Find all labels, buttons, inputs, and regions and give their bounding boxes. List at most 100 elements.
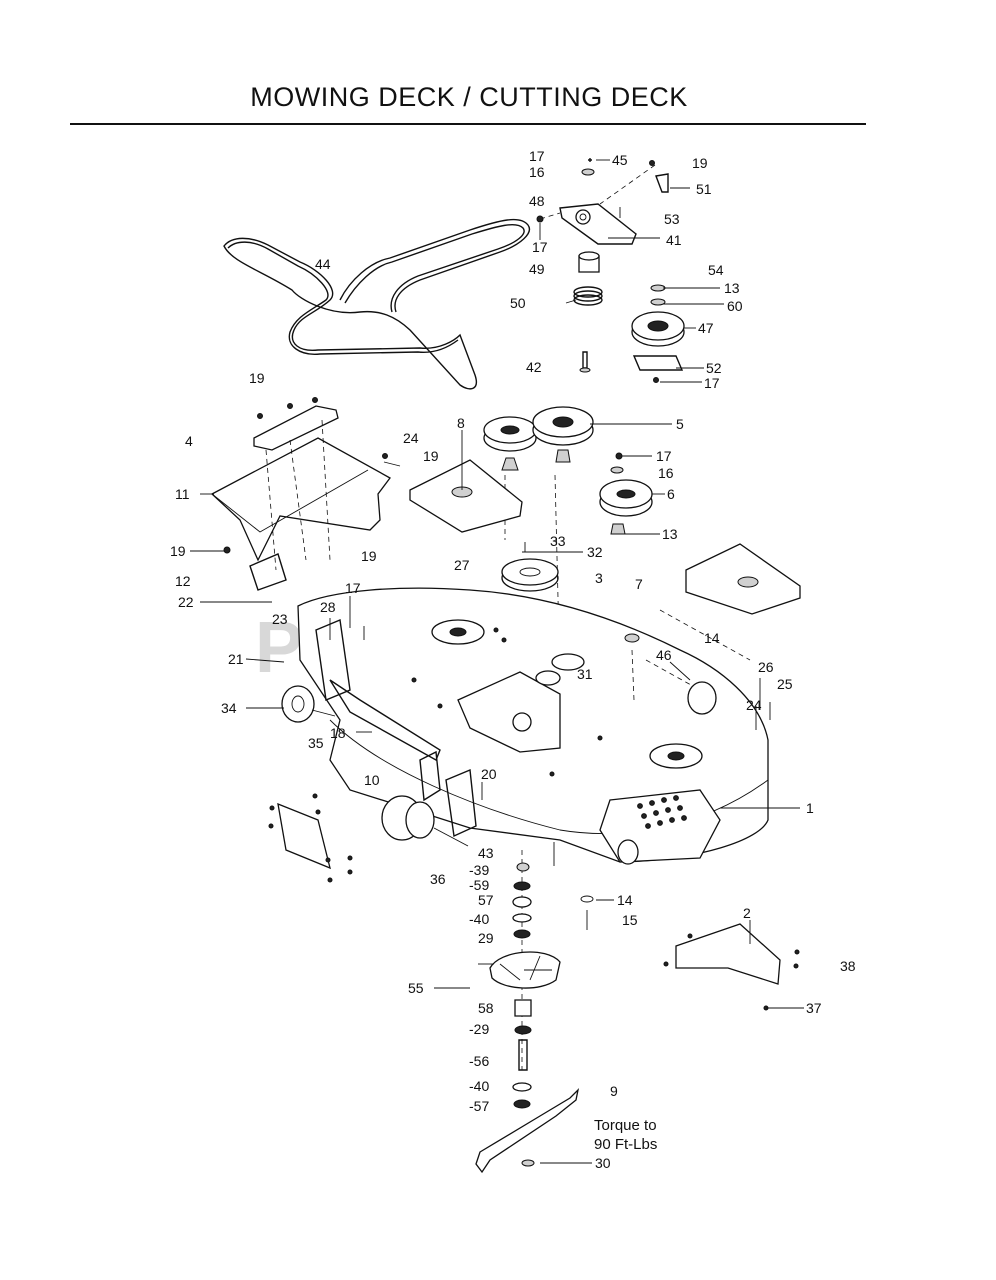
- callout-20: 20: [481, 766, 497, 782]
- callout-8: 8: [457, 415, 465, 431]
- callout-26: 26: [758, 659, 774, 675]
- callout-39: -39: [469, 862, 489, 878]
- leader-lines: [190, 159, 804, 1164]
- pulley-left: [483, 416, 537, 471]
- callout-24: 24: [746, 697, 762, 713]
- callout-48: 48: [529, 193, 545, 209]
- callout-7: 7: [635, 576, 643, 592]
- callout-10: 10: [364, 772, 380, 788]
- callout-40: -40: [469, 1078, 489, 1094]
- callout-17: 17: [656, 448, 672, 464]
- callout-17: 17: [345, 580, 361, 596]
- callout-19: 19: [361, 548, 377, 564]
- callout-13: 13: [662, 526, 678, 542]
- idler-arm-bracket: [536, 158, 669, 245]
- callout-43: 43: [478, 845, 494, 861]
- mower-deck-shell: [297, 587, 769, 865]
- callout-1: 1: [806, 800, 814, 816]
- callout-54: 54: [708, 262, 724, 278]
- callout-17: 17: [529, 148, 545, 164]
- callout-31: 31: [577, 666, 593, 682]
- callout-47: 47: [698, 320, 714, 336]
- callout-19: 19: [423, 448, 439, 464]
- callout-60: 60: [727, 298, 743, 314]
- callout-labels: 17 45 16 19 51 48 53 17 41 44 49 54 13 5…: [170, 148, 856, 1171]
- side-baffle-left: [268, 793, 353, 883]
- callout-24: 24: [403, 430, 419, 446]
- callout-23: 23: [272, 611, 288, 627]
- title-underline: [70, 123, 866, 125]
- callout-40: -40: [469, 911, 489, 927]
- callout-18: 18: [330, 725, 346, 741]
- callout-12: 12: [175, 573, 191, 589]
- callout-25: 25: [777, 676, 793, 692]
- callout-13: 13: [724, 280, 740, 296]
- callout-3: 3: [595, 570, 603, 586]
- callout-58: 58: [478, 1000, 494, 1016]
- discharge-chute: [210, 397, 391, 591]
- pulley-right-6: [599, 452, 653, 535]
- callout-37: 37: [806, 1000, 822, 1016]
- callout-51: 51: [696, 181, 712, 197]
- callout-38: 38: [840, 958, 856, 974]
- spindle-assembly: [489, 850, 561, 1109]
- deck-hanger-brackets: [315, 619, 477, 838]
- callout-34: 34: [221, 700, 237, 716]
- callout-28: 28: [320, 599, 336, 615]
- callout-36: 36: [430, 871, 446, 887]
- callout-19: 19: [692, 155, 708, 171]
- mower-blade: [475, 1088, 580, 1174]
- callout-35: 35: [308, 735, 324, 751]
- callout-9: 9: [610, 1083, 618, 1099]
- anti-scalp-wheel-right: [687, 681, 717, 715]
- callout-11: 11: [175, 486, 190, 502]
- torsion-spring: [565, 286, 603, 306]
- callout-15: 15: [622, 912, 638, 928]
- callout-50: 50: [510, 295, 526, 311]
- deck-vent-grid: [637, 795, 687, 829]
- callout-32: 32: [587, 544, 603, 560]
- callout-33: 33: [550, 533, 566, 549]
- callout-22: 22: [178, 594, 194, 610]
- anti-scalp-wheel-front: [381, 795, 469, 847]
- callout-17: 17: [532, 239, 548, 255]
- side-baffle-right: [663, 923, 800, 1011]
- callout-2: 2: [743, 905, 751, 921]
- torque-note-line1: Torque to: [594, 1117, 657, 1134]
- callout-30: 30: [595, 1155, 611, 1171]
- callout-17: 17: [704, 375, 720, 391]
- callout-14: 14: [617, 892, 633, 908]
- assembly-line-center: [554, 474, 561, 681]
- callout-57: 57: [478, 892, 494, 908]
- callout-29: -29: [469, 1021, 489, 1037]
- callout-57: -57: [469, 1098, 489, 1114]
- page-title: MOWING DECK / CUTTING DECK: [250, 82, 688, 112]
- callout-16: 16: [658, 465, 674, 481]
- callout-29: 29: [478, 930, 494, 946]
- callout-59: -59: [469, 877, 489, 893]
- callout-46: 46: [656, 647, 672, 663]
- callout-56: -56: [469, 1053, 489, 1069]
- callout-27: 27: [454, 557, 470, 573]
- callout-19: 19: [249, 370, 265, 386]
- pulley-center-5: [532, 406, 594, 463]
- callout-4: 4: [185, 433, 193, 449]
- callout-14: 14: [704, 630, 720, 646]
- callout-6: 6: [667, 486, 675, 502]
- callout-45: 45: [612, 152, 628, 168]
- callout-41: 41: [666, 232, 682, 248]
- callout-55: 55: [408, 980, 424, 996]
- spindle-pulley-3: [501, 558, 559, 592]
- callout-19: 19: [170, 543, 186, 559]
- torque-note-line2: 90 Ft-Lbs: [594, 1136, 657, 1153]
- drive-belt: [223, 218, 531, 390]
- anti-scalp-wheel-left: [281, 685, 336, 723]
- belt-cover-left-8: [409, 459, 523, 533]
- callout-42: 42: [526, 359, 542, 375]
- belt-cover-right-7: [685, 543, 801, 615]
- idler-spacer-tube: [578, 251, 600, 273]
- deck-hardware-misc: [553, 842, 594, 930]
- idler-pulley: [579, 284, 685, 383]
- callout-44: 44: [315, 256, 331, 272]
